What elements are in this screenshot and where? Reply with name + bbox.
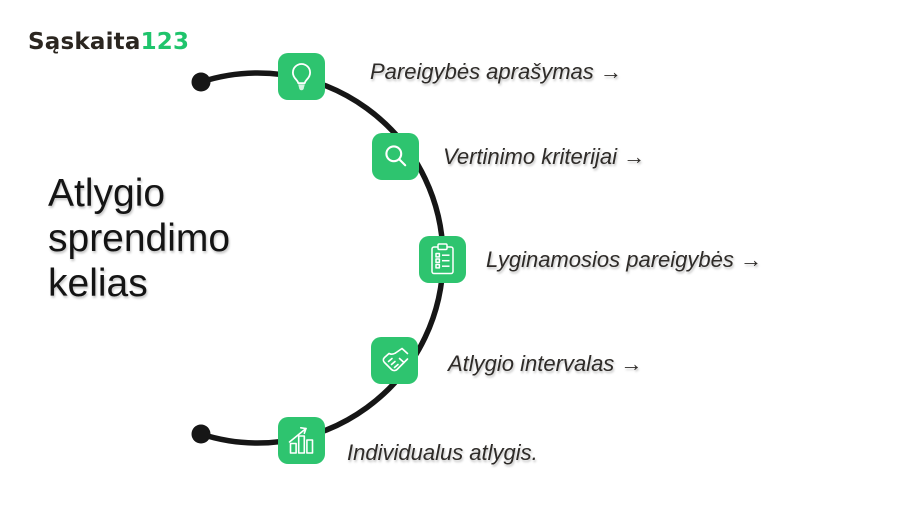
- brand-name: Sąskaita: [28, 29, 141, 55]
- step-tile-2: [372, 133, 419, 180]
- step-link-1[interactable]: Pareigybės aprašymas →: [370, 59, 622, 84]
- brand-name-accent: 123: [140, 29, 190, 55]
- search-icon: [385, 145, 407, 167]
- step-tile-1: [278, 53, 325, 100]
- growth-chart-icon: [288, 427, 314, 454]
- brand-logo: Sąskaita123: [28, 29, 189, 55]
- path-end-dot: [191, 424, 211, 444]
- step-tile-5: [278, 417, 325, 464]
- path-start-dot: [191, 72, 211, 92]
- clipboard-checklist-icon: [431, 243, 454, 275]
- step-link-3[interactable]: Lyginamosios pareigybės →: [486, 247, 762, 272]
- handshake-icon: [382, 347, 409, 372]
- step-label-5: Individualus atlygis.: [347, 440, 538, 465]
- lightbulb-icon: [292, 63, 311, 91]
- step-tile-4: [371, 337, 418, 384]
- step-link-2[interactable]: Vertinimo kriterijai →: [443, 144, 646, 169]
- step-tile-3: [419, 236, 466, 283]
- slide-title: Atlygio sprendimo kelias: [48, 172, 231, 305]
- step-link-4[interactable]: Atlygio intervalas →: [448, 351, 643, 376]
